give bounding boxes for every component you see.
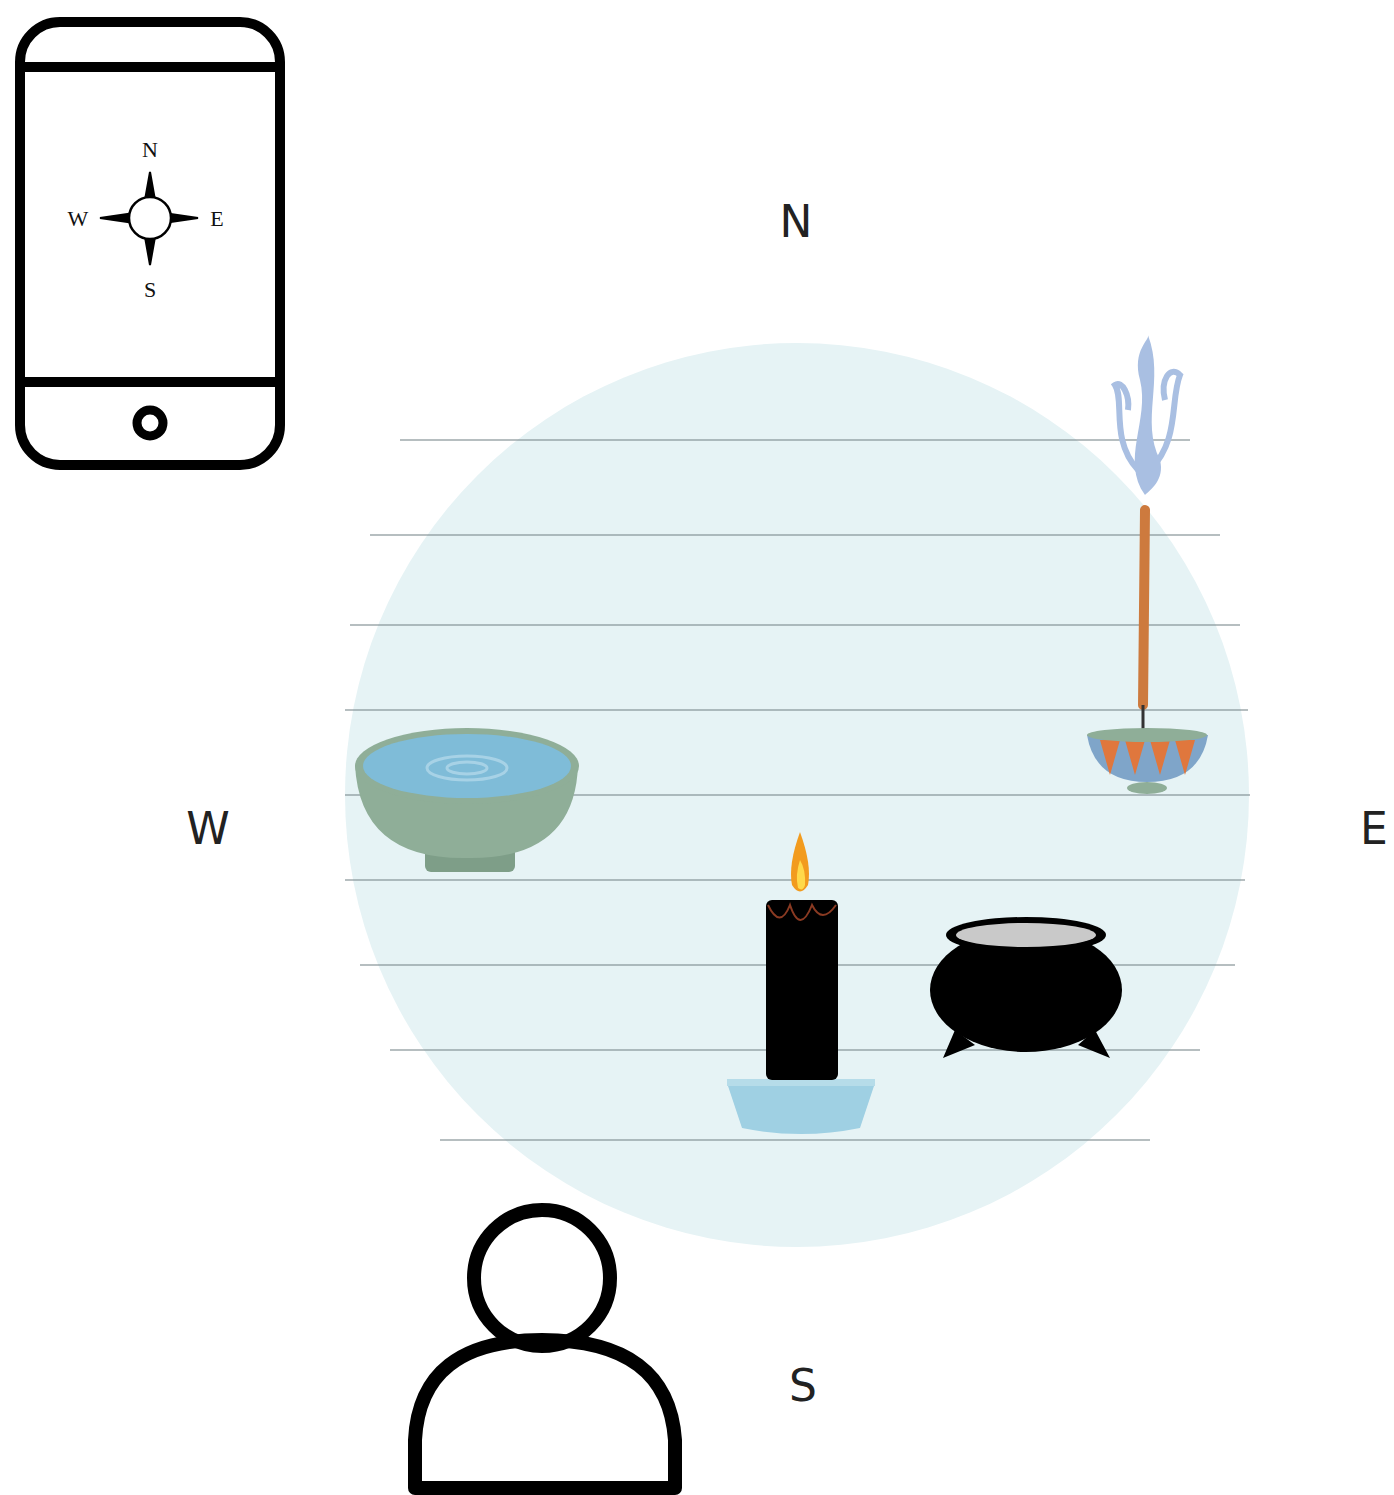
cauldron (930, 917, 1122, 1058)
incense-burner (1087, 335, 1208, 794)
black-candle (727, 832, 875, 1134)
person-icon (415, 1210, 675, 1488)
round-table (345, 343, 1250, 1247)
compass-rose (100, 172, 198, 265)
direction-label: E (1360, 807, 1388, 851)
water-bowl (355, 728, 579, 872)
compass-letter: N (142, 139, 158, 161)
direction-label: S (789, 1364, 817, 1408)
compass-letter: E (210, 208, 223, 230)
direction-label: W (186, 807, 230, 851)
phone-icon (20, 22, 280, 465)
direction-label: N (780, 200, 813, 244)
compass-letter: S (144, 279, 156, 301)
compass-letter: W (68, 208, 89, 230)
